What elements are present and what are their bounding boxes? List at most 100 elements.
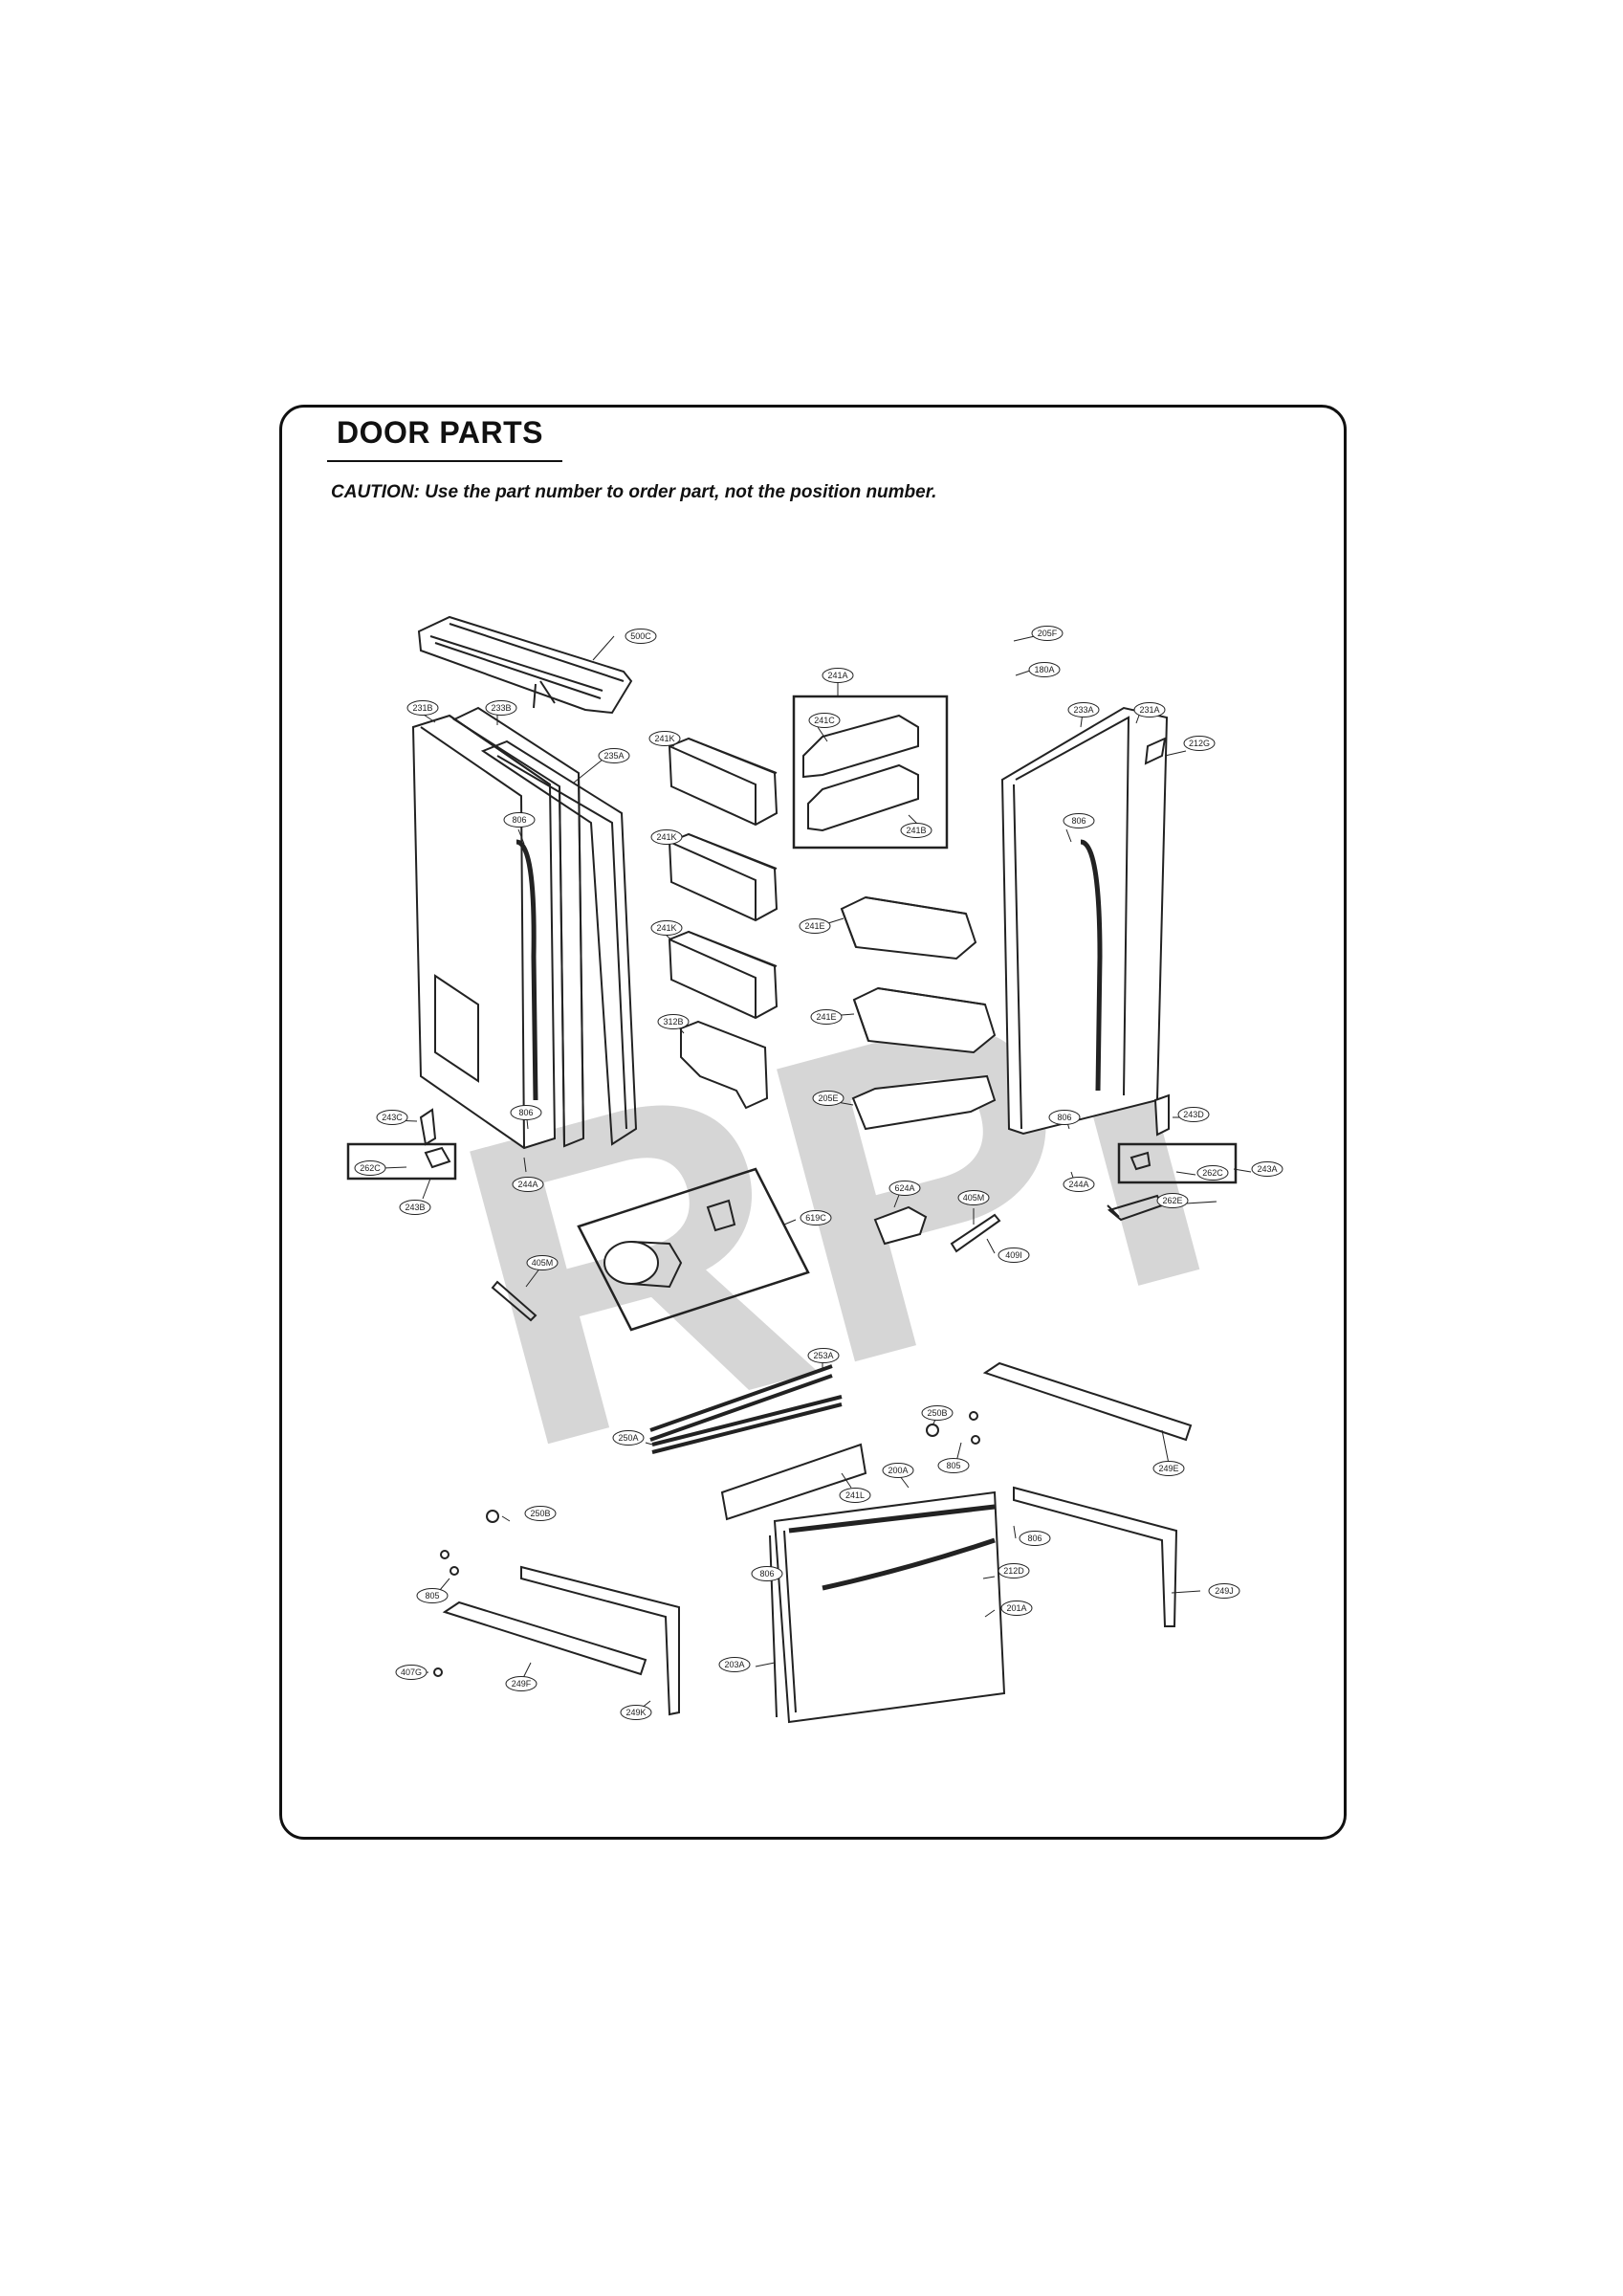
callout-label: 806 (512, 815, 526, 825)
callout-label: 806 (518, 1108, 533, 1117)
callout-241b: 241B (900, 823, 932, 838)
callout-bubble (526, 1255, 559, 1270)
caution-note: CAUTION: Use the part number to order pa… (331, 482, 937, 502)
callout-201a: 201A (1000, 1601, 1033, 1616)
callout-label: 233A (1073, 705, 1093, 715)
callout-241c: 241C (808, 713, 841, 728)
callout-label: 805 (425, 1591, 439, 1601)
callout-bubble (376, 1110, 408, 1125)
callout-bubble (612, 1430, 645, 1446)
callout-label: 235A (603, 751, 624, 761)
callout-405m: 405M (526, 1255, 559, 1270)
gasket-strip-part (649, 1364, 833, 1442)
callout-205e: 205E (812, 1091, 844, 1106)
callout-bubble (399, 1200, 431, 1215)
callout-262e: 262E (1156, 1193, 1189, 1208)
callout-231a: 231A (1133, 702, 1166, 718)
callout-bubble (1019, 1531, 1051, 1546)
callout-label: 806 (1071, 816, 1086, 826)
callout-806: 806 (1019, 1531, 1051, 1546)
callout-bubble (998, 1563, 1030, 1578)
callout-label: 200A (888, 1466, 908, 1475)
callout-bubble (812, 1091, 844, 1106)
callout-label: 241A (827, 671, 847, 680)
callout-label: 312B (663, 1017, 683, 1027)
callout-250b: 250B (524, 1506, 557, 1521)
callout-label: 243B (405, 1203, 425, 1212)
strip-part (491, 1213, 1001, 1322)
callout-label: 249J (1215, 1586, 1234, 1596)
callout-label: 409I (1005, 1250, 1022, 1260)
callout-212g: 212G (1183, 736, 1216, 751)
callout-405m: 405M (957, 1190, 990, 1205)
callout-bubble (1067, 702, 1100, 718)
door-bin-part (668, 737, 779, 1020)
callout-label: 250B (530, 1509, 550, 1518)
callout-bubble (620, 1705, 652, 1720)
callout-label: 806 (1057, 1113, 1071, 1122)
callout-805: 805 (937, 1458, 970, 1473)
callout-bubble (718, 1657, 751, 1672)
callout-label: 212G (1189, 739, 1210, 748)
callout-bubble (1063, 813, 1095, 828)
callout-250b: 250B (921, 1405, 954, 1421)
callout-bubble (1196, 1165, 1229, 1181)
callout-312b: 312B (657, 1014, 690, 1029)
callout-243d: 243D (1177, 1107, 1210, 1122)
callout-label: 244A (1068, 1180, 1088, 1189)
callout-label: 241K (656, 832, 676, 842)
callout-bubble (512, 1177, 544, 1192)
callout-bubble (416, 1588, 449, 1603)
callout-241k: 241K (650, 920, 683, 936)
callout-label: 244A (517, 1180, 537, 1189)
callout-bubble (485, 700, 517, 716)
callout-249e: 249E (1152, 1461, 1185, 1476)
callout-235a: 235A (598, 748, 630, 763)
callout-806: 806 (751, 1566, 783, 1581)
bin-assembly-box (792, 695, 949, 850)
callout-label: 243D (1183, 1110, 1204, 1119)
callout-bubble (503, 812, 536, 828)
callout-label: 243A (1257, 1164, 1277, 1174)
callout-bubble (822, 668, 854, 683)
callout-label: 249F (512, 1679, 532, 1689)
filter-part (873, 1205, 928, 1246)
callout-500c: 500C (625, 629, 657, 644)
callout-bubble (810, 1009, 843, 1025)
callout-label: 233B (491, 703, 511, 713)
callout-bubble (839, 1488, 871, 1503)
section-title: DOOR PARTS (337, 415, 543, 450)
callout-bubble (1031, 626, 1064, 641)
drawer-door-part (769, 1490, 1006, 1724)
motor-part (603, 1199, 736, 1289)
callout-bubble (1251, 1161, 1283, 1177)
left-gasket-part (451, 706, 638, 1148)
callout-bubble (800, 1210, 832, 1225)
callout-bubble (1177, 1107, 1210, 1122)
callout-label: 806 (1027, 1534, 1042, 1543)
callout-407g: 407G (395, 1665, 428, 1680)
callout-249j: 249J (1208, 1583, 1240, 1599)
callout-bubble (1048, 1110, 1081, 1125)
callout-bubble (505, 1676, 537, 1691)
callout-bubble (524, 1506, 557, 1521)
callout-409i: 409I (998, 1247, 1030, 1263)
callout-bubble (957, 1190, 990, 1205)
callout-bubble (395, 1665, 428, 1680)
callout-label: 231B (412, 703, 432, 713)
gasket-strip-part (651, 1395, 843, 1454)
callout-200a: 200A (882, 1463, 914, 1478)
callout-203a: 203A (718, 1657, 751, 1672)
callout-806: 806 (1048, 1110, 1081, 1125)
callout-805: 805 (416, 1588, 449, 1603)
callout-label: 253A (813, 1351, 833, 1360)
callout-bubble (808, 713, 841, 728)
callout-249f: 249F (505, 1676, 537, 1691)
callout-bubble (650, 920, 683, 936)
callout-bubble (921, 1405, 954, 1421)
callout-label: 249E (1158, 1464, 1178, 1473)
rail-part (442, 1361, 1193, 1716)
right-hinge-box (1117, 1142, 1238, 1184)
callout-241k: 241K (648, 731, 681, 746)
